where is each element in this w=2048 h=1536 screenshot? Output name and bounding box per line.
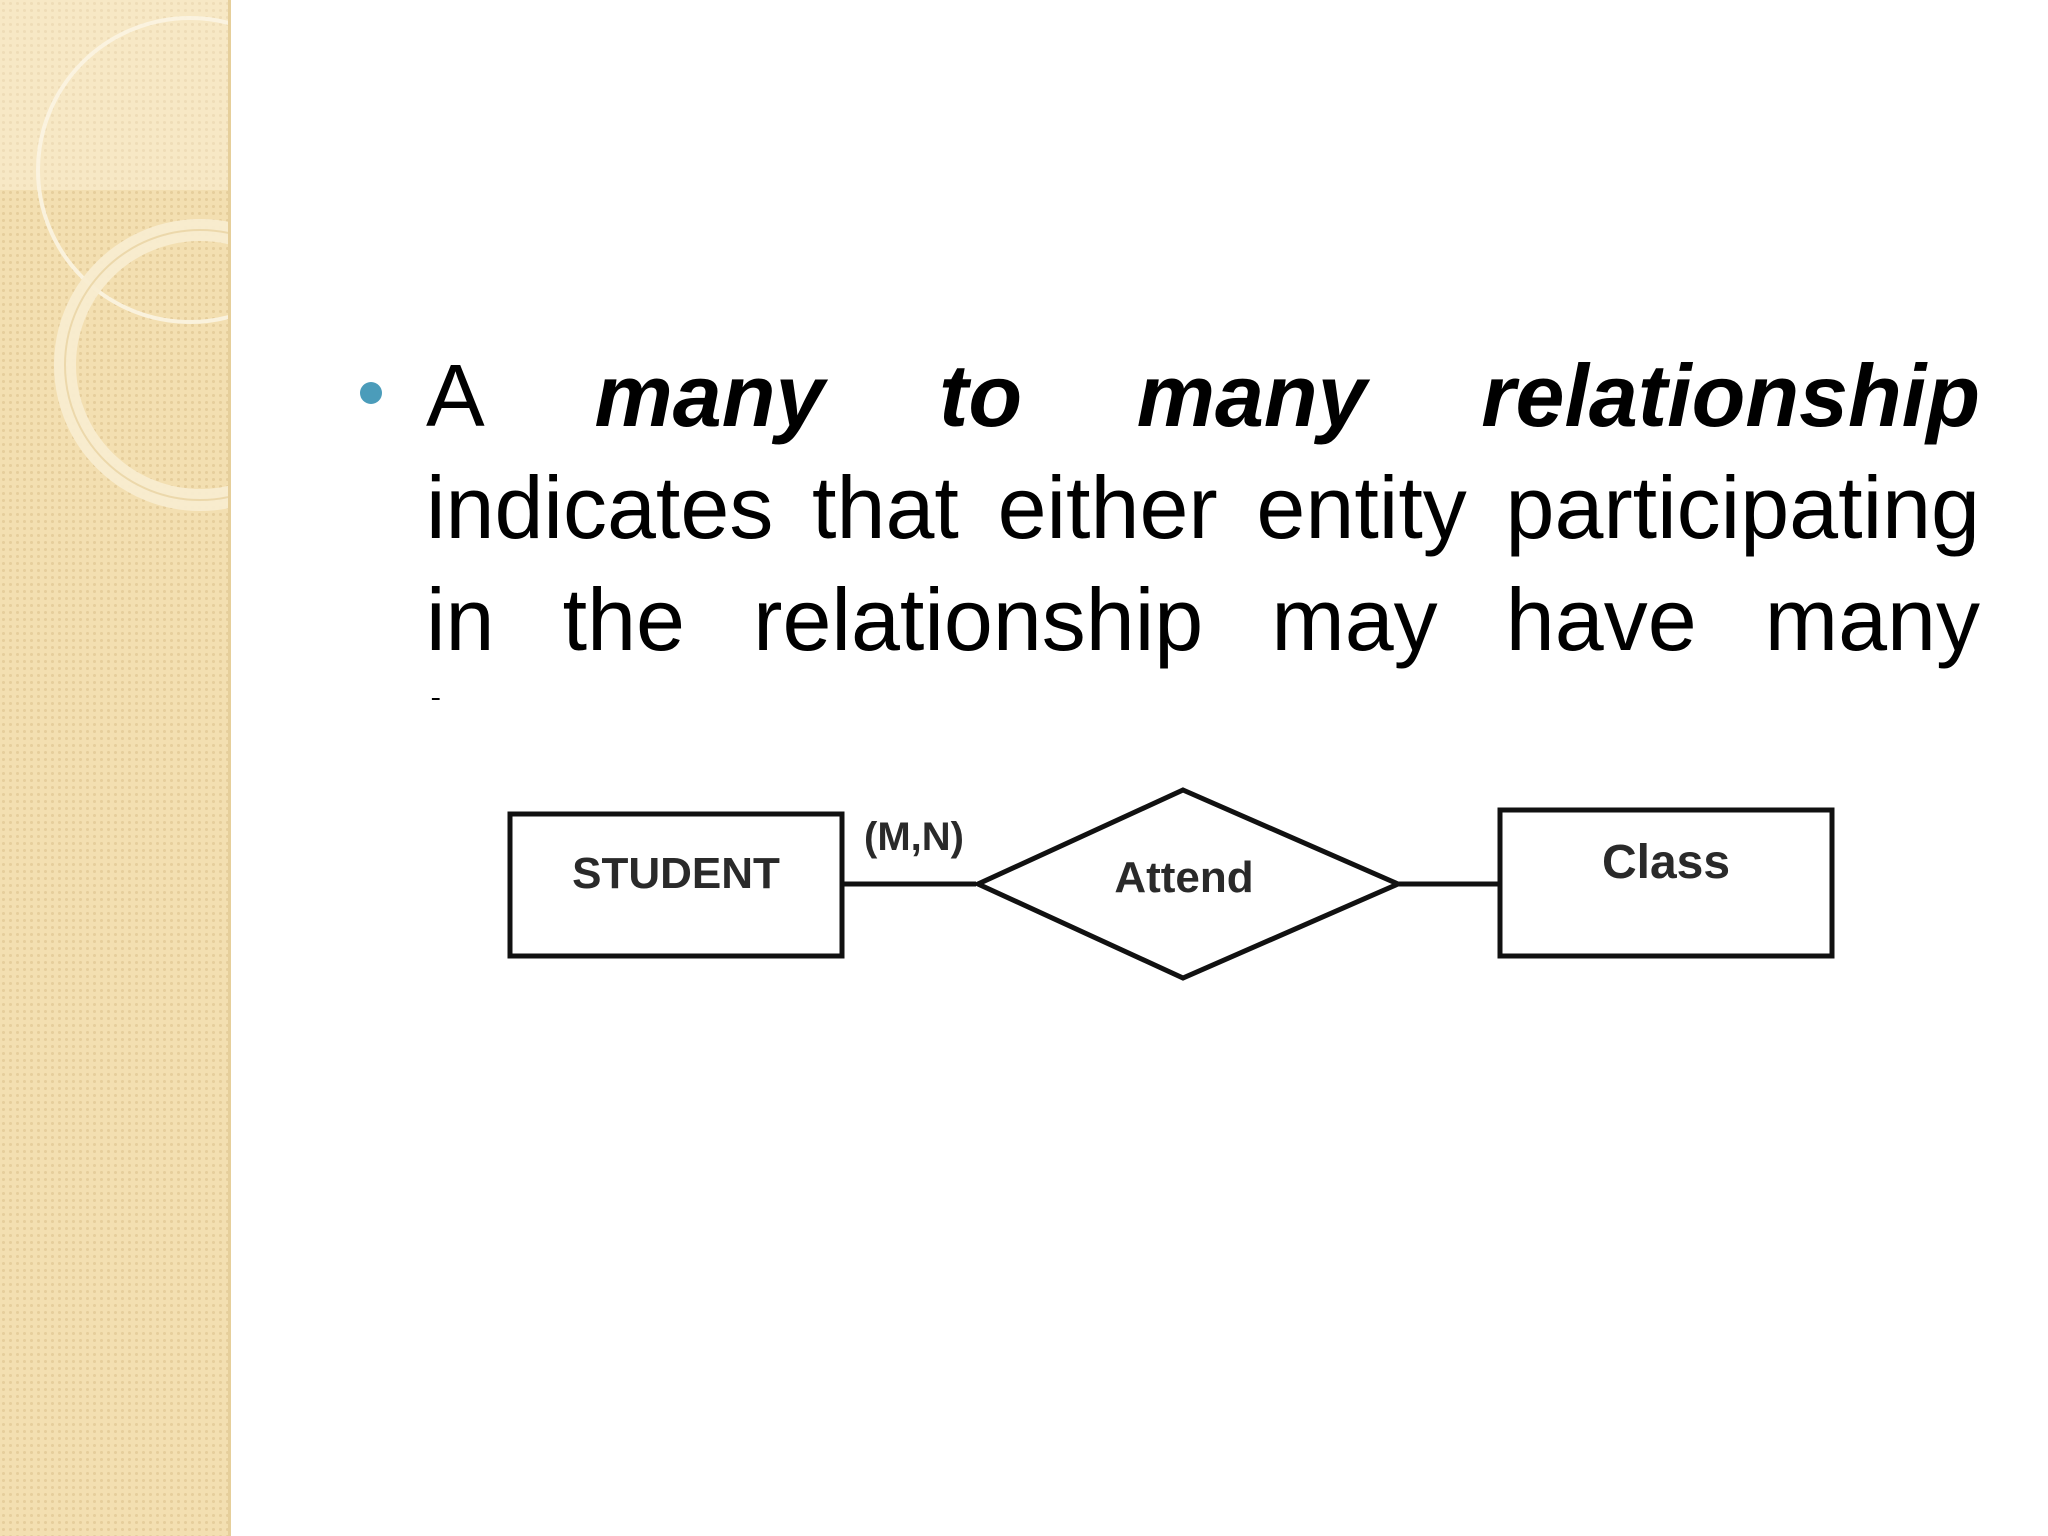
entity-student-label: STUDENT <box>572 849 780 898</box>
entity-student-box <box>507 811 845 959</box>
cardinality-label: (M,N) <box>864 815 964 859</box>
bullet-item: A many to many relationship indicates th… <box>360 340 1990 700</box>
bullet-body: indicates that either entity participati… <box>426 458 1980 700</box>
decorative-rings-icon <box>0 0 228 511</box>
entity-class-box <box>1497 807 1835 959</box>
bullet-text: A many to many relationship indicates th… <box>426 340 1980 700</box>
bullet-icon <box>360 382 382 404</box>
bullet-lead: A <box>426 346 480 445</box>
entity-class-label: Class <box>1602 836 1730 889</box>
er-diagram: STUDENT (M,N) Attend Class <box>507 787 1835 981</box>
relationship-attend-diamond <box>972 787 1405 981</box>
decorative-sidebar <box>0 0 231 1536</box>
bullet-emphasis: many to many relationship <box>594 346 1981 445</box>
relationship-attend-label: Attend <box>1114 853 1253 902</box>
